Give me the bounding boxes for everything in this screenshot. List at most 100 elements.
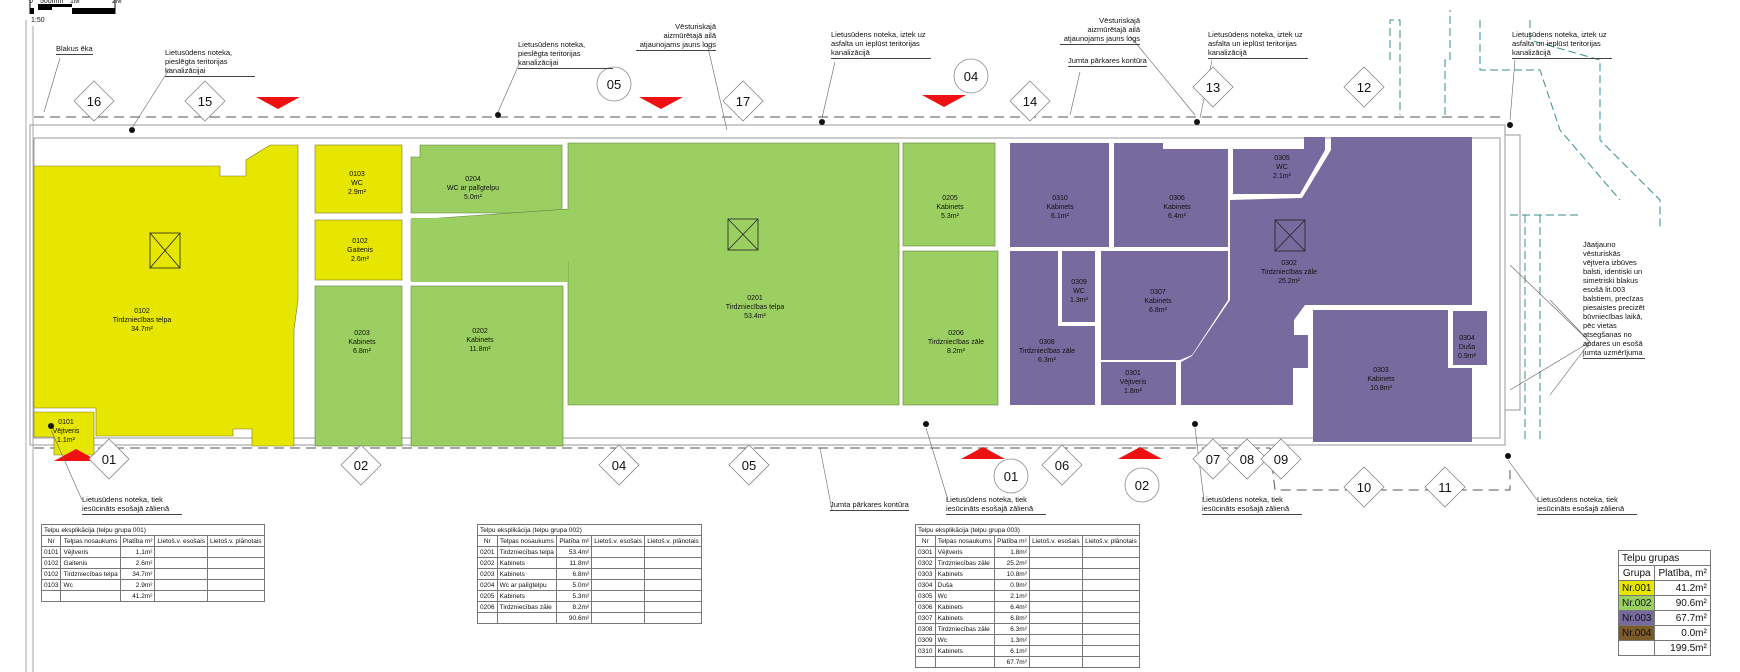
column-header: Nr [40, 535, 62, 547]
axis-circle [993, 458, 1029, 494]
room-0103-wc[interactable] [314, 144, 403, 214]
grid-axis-marker: 16 [73, 80, 115, 122]
room-0303-kabinets[interactable] [1313, 310, 1472, 442]
room-label-nr: 0102 [134, 308, 150, 315]
axis-diamond [184, 80, 226, 122]
grid-axis-marker: 15 [184, 80, 226, 122]
legend-group-swatch: Nr.002 [1617, 595, 1656, 611]
cell-nr: 0302 [915, 557, 936, 569]
room-label-area: 1.1m² [57, 437, 76, 444]
room-label-area: 5.0m² [464, 194, 483, 201]
scale-tick: 500mm [40, 0, 64, 5]
room-label-area: 6.1m² [1051, 213, 1070, 220]
cell-current-use [1028, 568, 1083, 580]
room-label-name: Tirdzniecības telpa [113, 317, 172, 324]
room-0101-vejtveris[interactable] [33, 411, 95, 456]
room-0309-wc[interactable] [1062, 251, 1095, 322]
room-0306-kabinets[interactable] [1114, 143, 1228, 247]
cell-name: Kabinets [934, 568, 995, 580]
room-label-name: Tirdzniecības zāle [928, 339, 984, 346]
room-label-nr: 0304 [1459, 335, 1475, 342]
scale-tick: 0 [29, 0, 33, 5]
room-label-nr: 0201 [747, 295, 763, 302]
axis-label: 10 [1357, 480, 1371, 495]
room-0308-tirdzniecibas-zale[interactable] [1010, 251, 1095, 405]
room-0202-kabinets[interactable] [410, 285, 564, 447]
axis-circle [1124, 467, 1160, 503]
grid-axis-marker: 11 [1424, 466, 1466, 508]
cell-area: 6.3m² [993, 623, 1030, 635]
axis-label: 12 [1357, 80, 1371, 95]
room-label-nr: 0303 [1373, 367, 1389, 374]
cell-current-use [591, 546, 646, 558]
room-label-nr: 0103 [349, 171, 365, 178]
cell-name: Tirdzniecības telpa [496, 546, 558, 558]
column-header: Platība m² [556, 535, 593, 547]
cell-current-use [591, 568, 646, 580]
note-new-window: Vēsturiskajā aizmūrētajā ailā atjaunojam… [1060, 16, 1140, 45]
cell-planned-use [644, 579, 702, 591]
cell-area: 2.9m² [119, 579, 156, 591]
cell-name: Wc [934, 590, 995, 602]
cell-current-use [591, 590, 646, 602]
room-0304-dusa[interactable] [1453, 311, 1487, 365]
room-0310-kabinets[interactable] [1010, 143, 1109, 247]
room-0206-tirdzniecibas-zale[interactable] [902, 250, 999, 406]
cell-area: 53.4m² [556, 546, 593, 558]
room-label-area: 34.7m² [131, 326, 153, 333]
cell-planned-use [644, 601, 702, 613]
cell-total: 41.2m² [119, 590, 156, 602]
axis-label: 14 [1023, 94, 1037, 109]
grid-axis-marker: 10 [1343, 466, 1385, 508]
room-0102-gaitenis[interactable] [314, 219, 403, 281]
cell-planned-use [207, 557, 265, 569]
cell-empty [40, 590, 62, 602]
scale-tick: 1M [70, 0, 80, 5]
room-label-area: 2.1m² [1273, 173, 1292, 180]
room-0307-kabinets[interactable] [1101, 251, 1228, 360]
cell-empty [1028, 656, 1083, 668]
grid-axis-marker: 05 [728, 444, 770, 486]
table-title-row: Telpu eksplikācija (telpu grupa 002) [477, 524, 702, 536]
note-drain-asphalt: Lietusūdens noteka, iztek uz asfalta un … [1512, 30, 1612, 59]
grid-axis-marker: 17 [722, 80, 764, 122]
room-0305-wc[interactable] [1233, 137, 1325, 194]
room-0102-tirdzniecibas-telpa[interactable] [33, 144, 299, 447]
axis-label: 01 [102, 452, 116, 467]
cell-current-use [154, 546, 208, 558]
room-0301-vejtveris[interactable] [1101, 362, 1176, 405]
legend-group-swatch: Nr.001 [1617, 580, 1656, 596]
cell-current-use [154, 579, 208, 591]
cell-nr: 0204 [477, 579, 498, 591]
cell-current-use [1028, 546, 1083, 558]
scale-ratio: 1:50 [31, 17, 45, 24]
room-label-nr: 0205 [942, 195, 958, 202]
room-0205-kabinets[interactable] [902, 142, 996, 247]
cell-area: 8.2m² [556, 601, 593, 613]
axis-diamond [1192, 438, 1234, 480]
cell-planned-use [1081, 645, 1141, 657]
room-0204-wc[interactable] [410, 144, 563, 214]
room-label-area: 6.3m² [1038, 357, 1057, 364]
room-0203-kabinets[interactable] [314, 285, 403, 447]
room-label-name: WC [351, 180, 363, 187]
room-label-name: Kabinets [936, 204, 964, 211]
cell-planned-use [644, 590, 702, 602]
room-label-area: 11.8m² [469, 346, 491, 353]
room-label-nr: 0308 [1039, 339, 1055, 346]
room-0302-tirdzniecibas-zale[interactable] [1181, 137, 1472, 405]
cell-planned-use [644, 557, 702, 569]
note-drain-lawn: Lietusūdens noteka, tiek iesūcināts esoš… [1202, 495, 1302, 515]
